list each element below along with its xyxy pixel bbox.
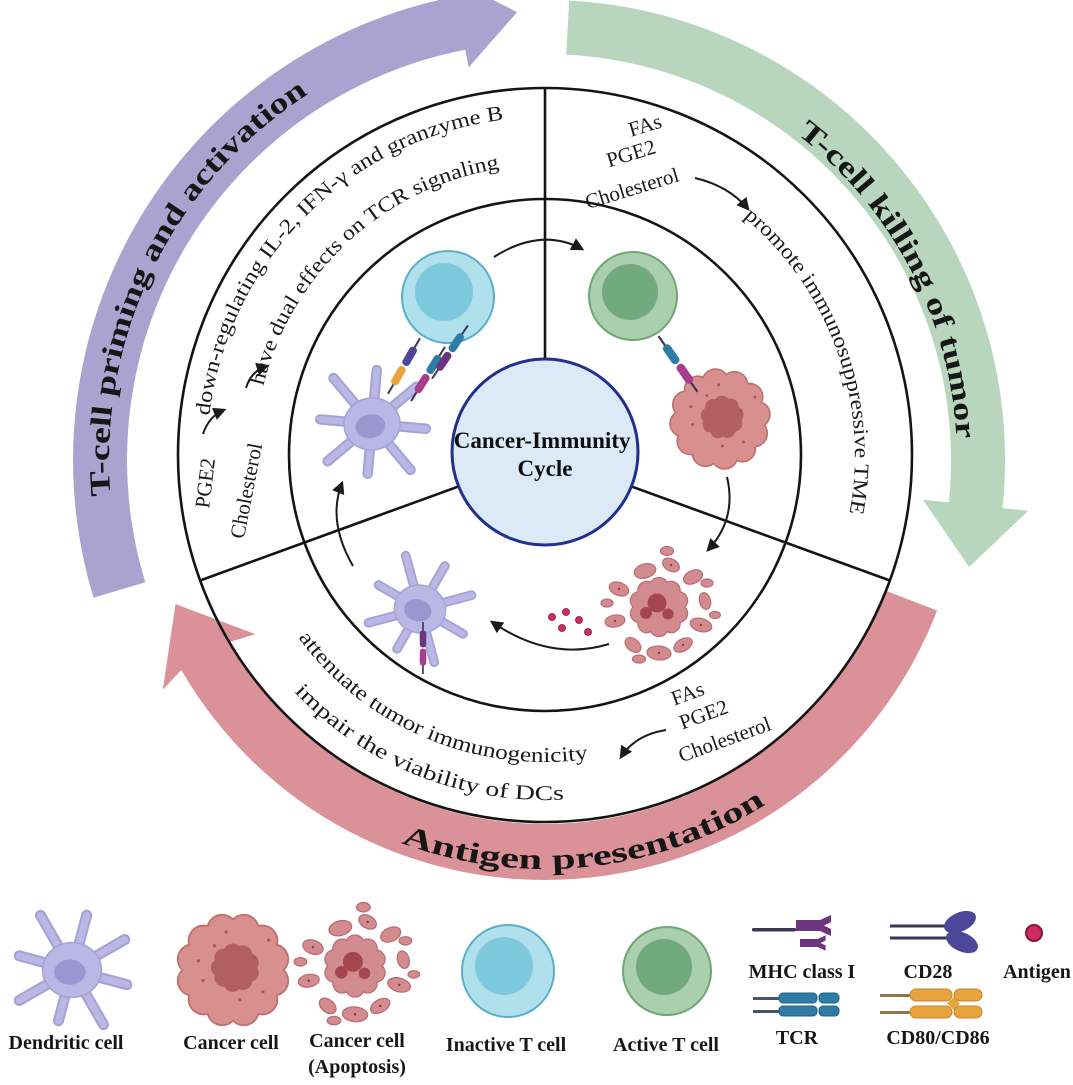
legend-cancer-cell-label: Cancer cell	[183, 1032, 279, 1054]
legend-mhc-label: MHC class I	[749, 961, 856, 983]
antigen-presentation-arrow-band	[162, 590, 938, 880]
cycle-arrow-top	[493, 238, 585, 258]
inactive-t-cell	[401, 250, 495, 344]
antigen-icon	[1025, 924, 1043, 942]
cd28-icon	[890, 910, 979, 954]
tcr-mhc-receptor-pair-killing	[657, 335, 699, 393]
center-circle	[450, 357, 640, 547]
legend-cancer-cell-glyph	[176, 913, 290, 1027]
cycle-arrow-bottom	[489, 620, 610, 651]
legend-antigen-label: Antigen	[1003, 961, 1071, 983]
center-title: Cancer-Immunity Cycle	[454, 428, 636, 481]
priming-arrow-band	[73, 0, 518, 598]
legend-cd28-label: CD28	[904, 961, 953, 983]
active-t-cell	[588, 251, 678, 341]
legend-cd80-cd86-label: CD80/CD86	[886, 1027, 989, 1049]
mhc-tcr-receptor-pair-1	[410, 346, 446, 402]
mhc-tcr-receptor-pair-2	[431, 324, 469, 380]
divider-left	[199, 485, 459, 582]
tcr-icon	[753, 992, 840, 1017]
legend-dendritic-cell-label: Dendritic cell	[9, 1032, 124, 1054]
killing-factor-arrow	[694, 177, 750, 212]
cycle-arrow-right	[706, 476, 731, 552]
legend-active-t-cell-glyph	[622, 926, 712, 1016]
killing-arrow-band	[566, 0, 1029, 568]
cd80cd86-cd28-receptor-pair	[387, 337, 421, 395]
divider-right	[631, 485, 891, 582]
legend-tcr-label: TCR	[776, 1027, 819, 1049]
antigen-factor-arrow	[619, 729, 667, 760]
legend-apoptosis-label-line2: (Apoptosis)	[308, 1056, 406, 1078]
legend-inactive-t-cell-glyph	[461, 924, 555, 1018]
legend-active-t-cell-label: Active T cell	[613, 1034, 719, 1056]
priming-factor-arrow-2	[245, 362, 270, 389]
mhc-class-i-icon	[752, 915, 831, 951]
antigen-dots	[548, 608, 592, 636]
legend-inactive-t-cell-label: Inactive T cell	[446, 1034, 567, 1056]
cd80-cd86-icon	[880, 988, 983, 1019]
legend-apoptosis-label-line1: Cancer cell	[309, 1030, 405, 1052]
priming-factor-arrow-1	[202, 407, 227, 435]
cycle-arrow-left	[332, 480, 354, 567]
mhc-antigen-receptor-bottom	[419, 621, 427, 675]
